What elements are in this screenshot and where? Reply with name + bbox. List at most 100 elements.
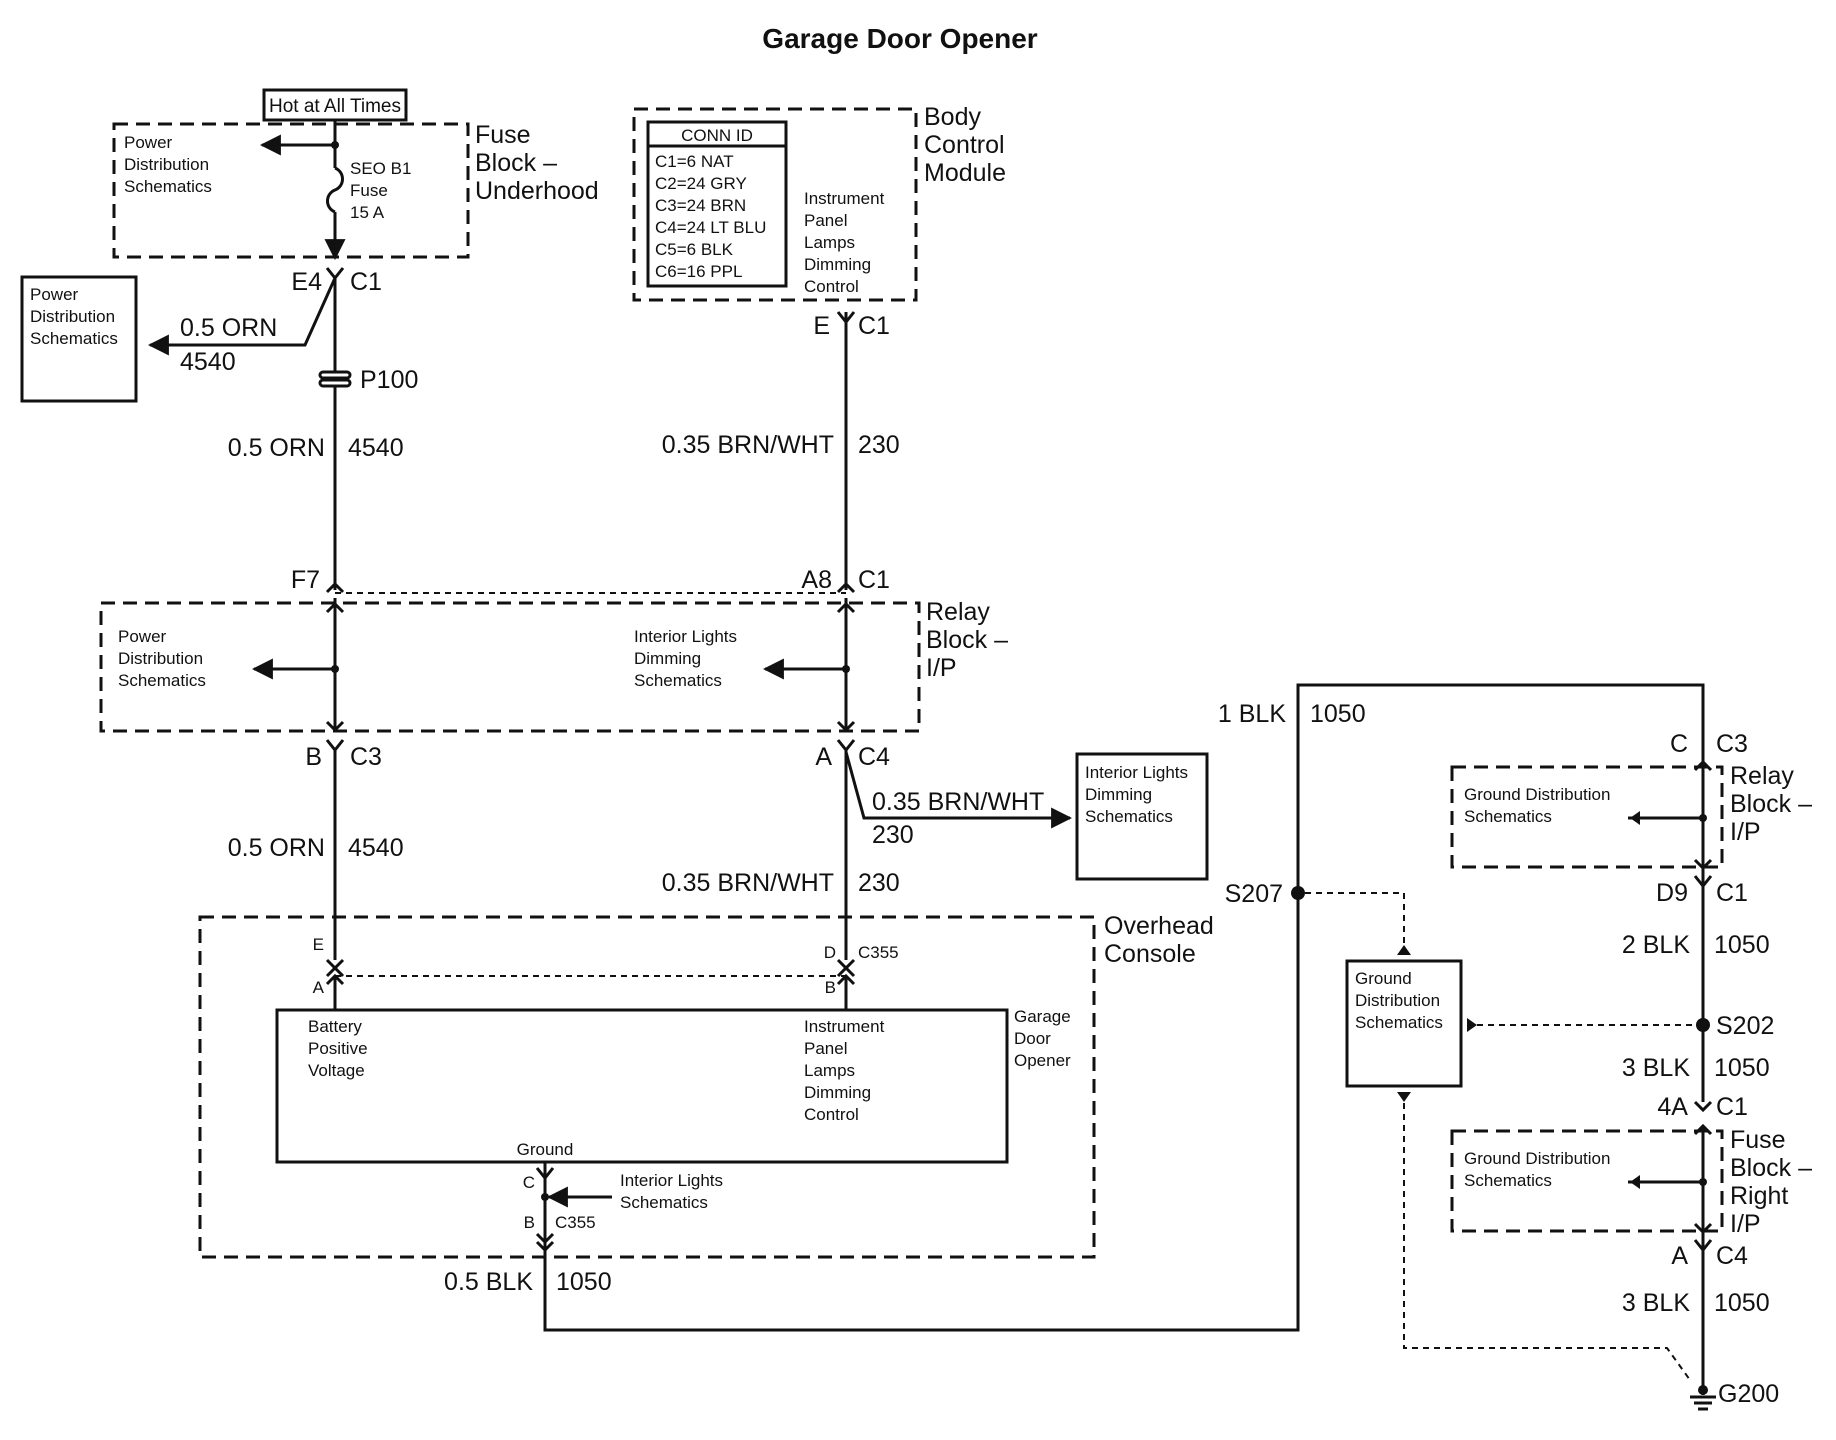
oc-pin-a: A: [313, 978, 325, 997]
g200-label: G200: [1718, 1380, 1779, 1408]
rb-right-bottom-conn: C1: [1716, 879, 1748, 907]
ild-box-right: Interior Lights Dimming Schematics 0.35 …: [844, 751, 1209, 881]
conn-id-list: C1=6 NAT C2=24 GRY C3=24 BRN C4=24 LT BL…: [655, 152, 771, 281]
fuse-block-right-name: Fuse Block – Right I/P: [1730, 1126, 1819, 1238]
ipl-label: Instrument Panel Lamps Dimming Control: [804, 1017, 889, 1124]
fuse-block-right-gds: Ground Distribution Schematics: [1464, 1149, 1615, 1190]
relay-block-ip-outline: [99, 601, 921, 733]
fb-right-top-conn: C1: [1716, 1093, 1748, 1121]
ground-g200: 3 BLK 1050 G200: [1622, 1250, 1779, 1411]
relay-block-ip-name: Relay Block – I/P: [926, 598, 1015, 682]
rb-right-top-conn: C3: [1716, 730, 1748, 758]
power-dist-box-left-label: Power Distribution Schematics: [30, 285, 120, 348]
wire-4540-upper-circuit: 4540: [348, 434, 404, 462]
relay-left-dest: Power Distribution Schematics: [118, 627, 208, 690]
bcm-function-label: Instrument Panel Lamps Dimming Control: [804, 189, 889, 296]
fuse-block-pin: E4: [291, 268, 322, 296]
splice-pack-p100: [318, 370, 352, 380]
relay-conn-c4: C4: [858, 743, 890, 771]
bcm-name: Body Control Module: [924, 103, 1012, 187]
branch-circuit: 4540: [180, 348, 236, 376]
wire-4540-lower-gauge: 0.5 ORN: [228, 834, 325, 862]
gnd-pin-b: B: [524, 1213, 535, 1232]
wire-4540: P100 0.5 ORN 4540: [228, 278, 418, 590]
wire-1050-top-gauge: 1 BLK: [1218, 700, 1286, 728]
overhead-console: Overhead Console E A D B C355 Garage Doo…: [198, 912, 1221, 1259]
body-control-module: Body Control Module CONN ID C1=6 NAT C2=…: [632, 103, 1012, 340]
ild-box-right-label: Interior Lights Dimming Schematics: [1085, 763, 1193, 826]
fuse-block-power-dist-label: Power Distribution Schematics: [124, 133, 214, 196]
oc-pin-e: E: [313, 935, 324, 954]
overhead-console-name: Overhead Console: [1104, 912, 1221, 968]
fb-right-bottom-pin: A: [1671, 1242, 1688, 1270]
relay-conn-c3: C3: [350, 743, 382, 771]
wire-2blk-gauge: 2 BLK: [1622, 931, 1690, 959]
oc-pin-d: D: [824, 943, 836, 962]
garage-door-opener-module: [275, 1008, 1009, 1164]
rb-right-bottom-pin: D9: [1656, 879, 1688, 907]
ild-branch-gauge: 0.35 BRN/WHT: [872, 788, 1044, 816]
interior-lights-label: Interior Lights Schematics: [620, 1171, 728, 1212]
relay-conn-c1: C1: [858, 566, 890, 594]
oc-pin-b: B: [825, 978, 836, 997]
relay-block-right: C C3 Relay Block – I/P Ground Distributi…: [1450, 730, 1819, 907]
fuse-symbol: [326, 166, 344, 214]
s207-label: S207: [1225, 880, 1283, 908]
wire-3blk-b-gauge: 3 BLK: [1622, 1289, 1690, 1317]
wire-1050-top-circuit: 1050: [1310, 700, 1366, 728]
bcm-conn: C1: [858, 312, 890, 340]
relay-pin-b: B: [305, 743, 322, 771]
branch-to-power-dist: [147, 277, 337, 356]
wire-4540-lower-circuit: 4540: [348, 834, 404, 862]
fuse-block-right: 4A C1 Fuse Block – Right I/P Ground Dist…: [1450, 1093, 1819, 1270]
gnd-conn: C355: [555, 1213, 596, 1232]
gds-center: Ground Distribution Schematics: [1305, 892, 1703, 1381]
conn-id-header: CONN ID: [681, 126, 753, 145]
overhead-console-outline: [198, 915, 1096, 1259]
wire-230-upper-gauge: 0.35 BRN/WHT: [662, 431, 834, 459]
wire-230-lower-circuit: 230: [858, 869, 900, 897]
connector-e4-c1: [325, 267, 345, 281]
relay-block-right-gds: Ground Distribution Schematics: [1464, 785, 1615, 826]
fuse-block-right-outline: [1450, 1129, 1724, 1233]
fb-right-top-pin: 4A: [1657, 1093, 1688, 1121]
relay-pin-f7: F7: [291, 566, 320, 594]
gnd-pin-c: C: [523, 1173, 535, 1192]
branch-gauge: 0.5 ORN: [180, 314, 277, 342]
wire-1050-bottom-circuit: 1050: [556, 1268, 612, 1296]
diagram-title: Garage Door Opener: [762, 23, 1038, 54]
wire-4540-upper-gauge: 0.5 ORN: [228, 434, 325, 462]
battery-label: Battery Positive Voltage: [308, 1017, 372, 1080]
relay-pin-a: A: [815, 743, 832, 771]
oc-conn: C355: [858, 943, 899, 962]
fuse-block-underhood-outline: [112, 122, 470, 259]
wires-lower: 0.5 ORN 4540 0.35 BRN/WHT 230: [228, 750, 900, 960]
s202-label: S202: [1716, 1012, 1774, 1040]
fuse-block-underhood: Hot at All Times Fuse Block – Underhood …: [112, 88, 599, 296]
fb-right-bottom-conn: C4: [1716, 1242, 1748, 1270]
relay-block-ip: F7 A8 C1 Relay Block – I/P Power Distrib…: [99, 566, 1015, 771]
relay-pin-a8: A8: [801, 566, 832, 594]
wire-1050-bottom-gauge: 0.5 BLK: [444, 1268, 533, 1296]
splice-s202: [1696, 1018, 1710, 1032]
ild-branch-circuit: 230: [872, 821, 914, 849]
bcm-pin: E: [813, 312, 830, 340]
wire-1050: 0.5 BLK 1050 1 BLK 1050 S207: [444, 683, 1705, 1332]
gdo-label: Garage Door Opener: [1014, 1007, 1075, 1070]
relay-block-right-outline: [1450, 765, 1724, 869]
wire-230: 0.35 BRN/WHT 230: [662, 312, 900, 590]
p100-label: P100: [360, 366, 418, 394]
wire-230-upper-circuit: 230: [858, 431, 900, 459]
splice-s207: [1291, 886, 1305, 900]
relay-block-right-name: Relay Block – I/P: [1730, 762, 1819, 846]
conn-id-table: [646, 120, 788, 288]
relay-mid-dest: Interior Lights Dimming Schematics: [634, 627, 742, 690]
wire-2blk-circuit: 1050: [1714, 931, 1770, 959]
ground-label: Ground: [517, 1140, 574, 1159]
fuse-block-underhood-name: Fuse Block – Underhood: [475, 121, 599, 205]
wire-230-lower-gauge: 0.35 BRN/WHT: [662, 869, 834, 897]
wire-3blk-b-circuit: 1050: [1714, 1289, 1770, 1317]
bcm-outline: [632, 107, 918, 302]
fuse-block-conn: C1: [350, 268, 382, 296]
